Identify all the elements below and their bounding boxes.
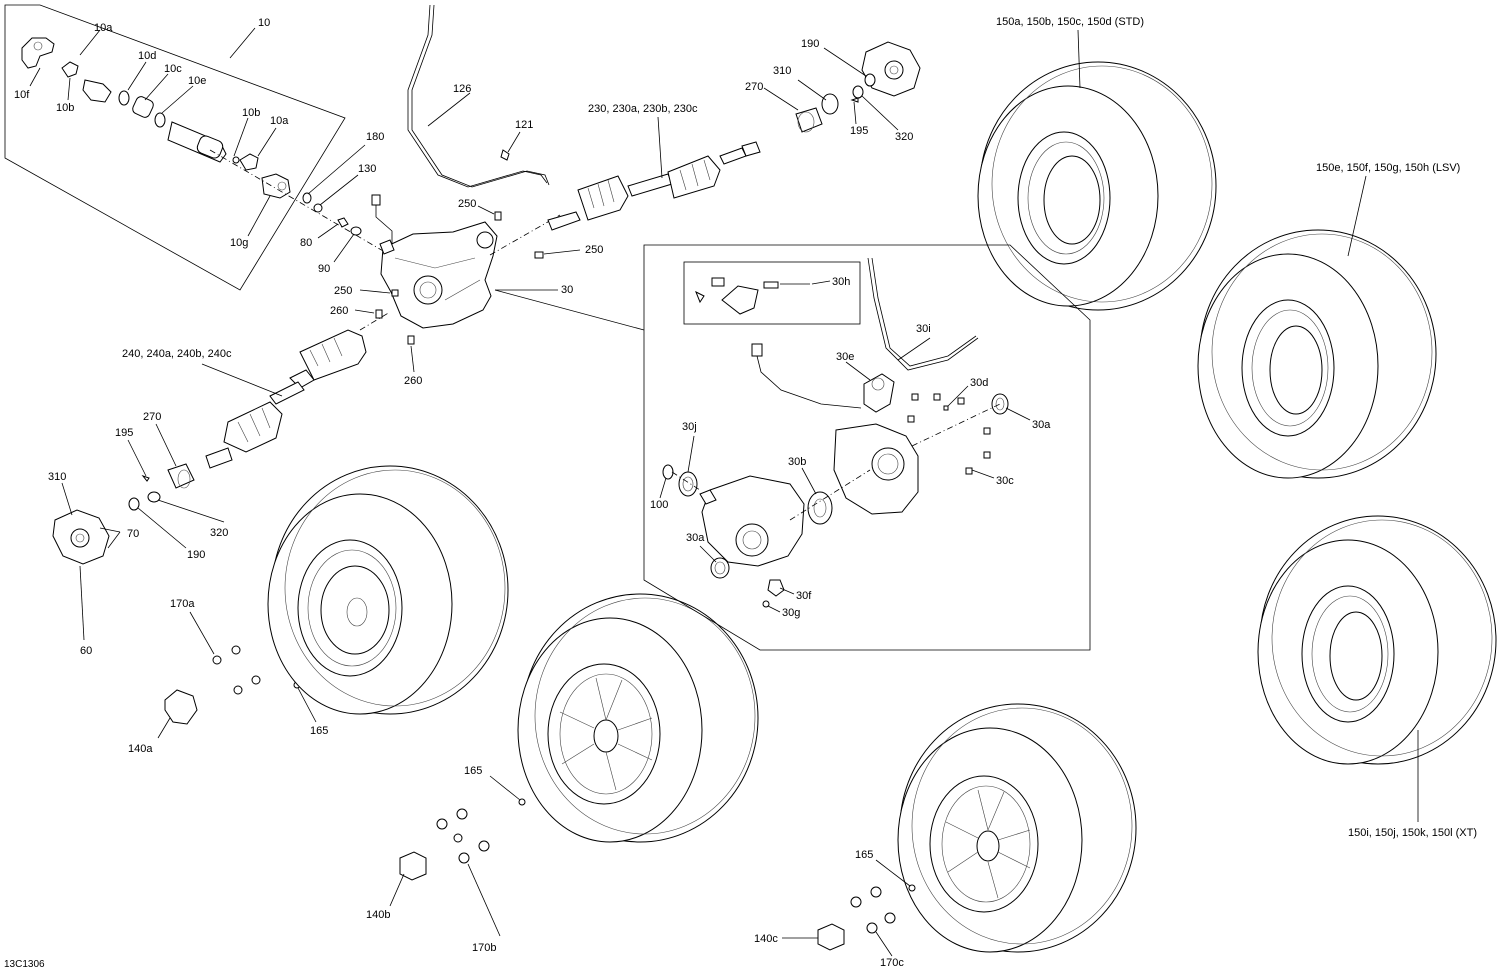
tire-front-left <box>267 465 509 715</box>
label-150-std: 150a, 150b, 150c, 150d (STD) <box>996 16 1144 28</box>
label-30h: 30h <box>832 276 850 288</box>
label-10g: 10g <box>230 237 248 249</box>
label-190-top: 190 <box>801 38 819 50</box>
sub-box-30h <box>683 261 861 325</box>
label-10e: 10e <box>188 75 206 87</box>
label-270-top: 270 <box>745 81 763 93</box>
axle-230 <box>489 116 761 256</box>
label-195-top: 195 <box>850 125 868 137</box>
label-100: 100 <box>650 499 668 511</box>
label-310-left: 310 <box>48 471 66 483</box>
label-80: 80 <box>300 237 312 249</box>
label-260-2: 260 <box>404 375 422 387</box>
label-150-lsv: 150e, 150f, 150g, 150h (LSV) <box>1316 162 1460 174</box>
tire-xt <box>1257 515 1497 822</box>
nuts-170b-cap-140b <box>389 775 526 937</box>
label-260-1: 260 <box>330 305 348 317</box>
left-hub-assembly <box>52 423 225 641</box>
label-30c: 30c <box>996 475 1014 487</box>
label-320-top: 320 <box>895 131 913 143</box>
label-10b: 10b <box>56 102 74 114</box>
label-230: 230, 230a, 230b, 230c <box>588 103 698 115</box>
label-30e: 30e <box>836 351 854 363</box>
label-150-xt: 150i, 150j, 150k, 150l (XT) <box>1348 827 1477 839</box>
label-90: 90 <box>318 263 330 275</box>
label-140b: 140b <box>366 909 390 921</box>
label-121: 121 <box>515 119 533 131</box>
label-165-1: 165 <box>310 725 328 737</box>
label-10b-2: 10b <box>242 107 260 119</box>
label-165-2: 165 <box>464 765 482 777</box>
label-240: 240, 240a, 240b, 240c <box>122 348 232 360</box>
tire-std <box>977 29 1217 311</box>
label-10c: 10c <box>164 63 182 75</box>
label-126: 126 <box>453 83 471 95</box>
label-140c: 140c <box>754 933 778 945</box>
label-250-3: 250 <box>334 285 352 297</box>
nuts-170c-cap-140c <box>782 859 916 957</box>
axle-240 <box>201 311 391 469</box>
tire-front-right <box>517 593 759 843</box>
label-170b: 170b <box>472 942 496 954</box>
differential-inset-box <box>494 244 1091 651</box>
label-250-1: 250 <box>458 198 476 210</box>
label-30i: 30i <box>916 323 931 335</box>
label-10f: 10f <box>14 89 30 101</box>
front-differential <box>371 194 498 329</box>
label-30d: 30d <box>970 377 988 389</box>
bolts-250-260 <box>354 205 581 373</box>
label-195-left: 195 <box>115 427 133 439</box>
label-170a: 170a <box>170 598 195 610</box>
label-310-top: 310 <box>773 65 791 77</box>
label-140a: 140a <box>128 743 153 755</box>
label-165-3: 165 <box>855 849 873 861</box>
label-10: 10 <box>258 17 270 29</box>
label-30g: 30g <box>782 607 800 619</box>
label-170c: 170c <box>880 957 904 969</box>
callout-labels: 10 10a 10f 10b 10d 10c 10e 10b 10a 10g 1… <box>4 16 1477 970</box>
label-30: 30 <box>561 284 573 296</box>
cable-126 <box>407 4 550 188</box>
driveshaft-parts <box>21 37 291 199</box>
label-320-left: 320 <box>210 527 228 539</box>
label-30b: 30b <box>788 456 806 468</box>
tire-rear-lower <box>897 703 1137 953</box>
label-130: 130 <box>358 163 376 175</box>
tire-lsv <box>1197 175 1437 479</box>
driveshaft-inset-box <box>4 4 346 291</box>
label-30f: 30f <box>796 590 812 602</box>
label-270-left: 270 <box>143 411 161 423</box>
label-10a: 10a <box>94 22 113 34</box>
label-10d: 10d <box>138 50 156 62</box>
label-30a-1: 30a <box>1032 419 1051 431</box>
label-250-2: 250 <box>585 244 603 256</box>
label-10a-2: 10a <box>270 115 289 127</box>
label-180: 180 <box>366 131 384 143</box>
label-70: 70 <box>127 528 139 540</box>
diagram-code: 13C1306 <box>4 959 45 970</box>
top-hub-assembly <box>763 41 921 133</box>
washer-parts-180-130-80-90 <box>302 144 366 263</box>
label-190-left: 190 <box>187 549 205 561</box>
driveshaft-leader-lines <box>29 27 391 256</box>
differential-exploded-parts <box>659 257 1031 613</box>
label-60: 60 <box>80 645 92 657</box>
label-30a-2: 30a <box>686 532 705 544</box>
label-30j: 30j <box>682 421 697 433</box>
nuts-170a <box>157 611 317 739</box>
